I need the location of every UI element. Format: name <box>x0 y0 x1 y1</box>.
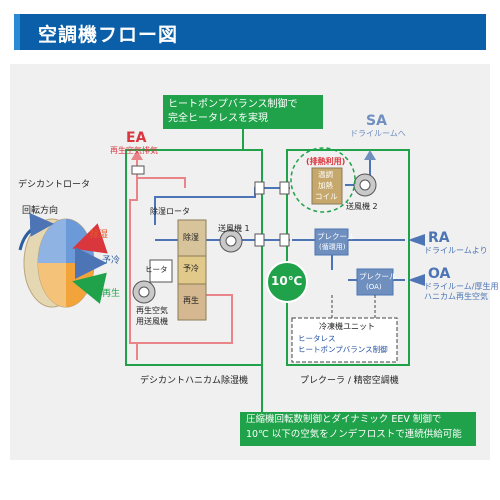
precooler-recirc-sub: (循環用) <box>319 243 346 251</box>
heating-coil-block <box>311 167 343 205</box>
regen-fan-label-2: 用送風機 <box>136 317 168 326</box>
oa-subtitle-1: ドライルーム/厚生用 <box>424 282 499 291</box>
ea-subtitle: 再生空気排気 <box>110 146 158 155</box>
fan2-icon <box>353 173 377 197</box>
precooler-oa-sub: (OA) <box>366 283 382 291</box>
fan1-icon <box>219 229 243 253</box>
precooler-unit-outline <box>286 149 410 366</box>
rotor-regen-label: 再生 <box>102 289 121 299</box>
precooler-oa-name: プレクール <box>359 272 397 281</box>
page-header: 空調機フロー図 <box>14 14 486 50</box>
rotation-direction-label: 回転方向 <box>22 206 59 216</box>
precooler-recirc-box <box>314 228 349 256</box>
ra-subtitle: ドライルームより <box>424 246 488 255</box>
rotor-unit-dehumid: 除湿 <box>183 233 199 242</box>
chiller-line2: ヒートポンプバランス制御 <box>298 345 388 354</box>
coil-label-2: 加熱 <box>318 181 333 190</box>
regen-fan-label-1: 再生空気 <box>136 306 168 315</box>
callout-top-line1: ヒートポンプバランス制御で <box>168 99 298 110</box>
chiller-line1: ヒータレス <box>298 334 336 343</box>
rotor-dehumid-label: 除湿 <box>90 230 109 240</box>
callout-top-box <box>163 95 323 129</box>
rotor-unit-precool: 予冷 <box>183 264 199 273</box>
rotor-unit-title: 除湿ロータ <box>150 207 190 216</box>
chiller-unit-box <box>291 317 398 363</box>
sa-subtitle: ドライルームへ <box>350 129 406 138</box>
rotor-precool-block <box>177 255 207 285</box>
precooler-oa-box <box>356 268 394 296</box>
caption-precooler: プレクーラ / 精密空調機 <box>300 376 399 386</box>
sa-title: SA <box>366 113 387 129</box>
page-title: 空調機フロー図 <box>38 24 179 46</box>
fan1-label: 送風機 1 <box>218 224 250 233</box>
rotor-precool-label: 予冷 <box>102 256 121 266</box>
callout-bottom-line1: 圧縮機回転数制御とダイナミック EEV 制御で <box>246 414 442 425</box>
exhaust-heat-badge: (排熱利用) <box>306 157 346 166</box>
callout-bottom-line2: 10℃ 以下の空気をノンデフロストで連続供給可能 <box>246 429 462 440</box>
rotor-unit-heater: ヒータ <box>145 265 168 274</box>
coil-label-1: 温調 <box>318 170 333 179</box>
regen-fan-icon <box>132 280 156 304</box>
precooler-recirc-name: プレクール <box>317 232 355 241</box>
rotor-unit-regen: 再生 <box>183 296 199 305</box>
exhaust-heat-circle <box>290 147 356 213</box>
rotor-label: デシカントロータ <box>18 180 91 190</box>
callout-bottom-box <box>240 412 476 446</box>
ra-title: RA <box>428 230 450 246</box>
rotor-dehumid-block <box>177 219 207 257</box>
fan2-label: 送風機 2 <box>346 202 378 211</box>
callout-top-line2: 完全ヒータレスを実現 <box>168 113 268 124</box>
oa-title: OA <box>428 266 451 282</box>
temperature-badge-text: 10℃ <box>271 274 303 288</box>
coil-label-3: コイル <box>315 192 338 201</box>
rotor-regen-block <box>177 283 207 321</box>
ea-title: EA <box>126 130 147 146</box>
desiccant-unit-outline <box>125 149 263 366</box>
caption-desiccant: デシカントハニカム除湿機 <box>140 376 249 386</box>
temperature-badge <box>266 261 308 303</box>
heater-box <box>149 259 173 283</box>
chiller-title: 冷凍機ユニット <box>319 322 375 331</box>
oa-subtitle-2: ハニカム再生空気 <box>424 292 488 301</box>
